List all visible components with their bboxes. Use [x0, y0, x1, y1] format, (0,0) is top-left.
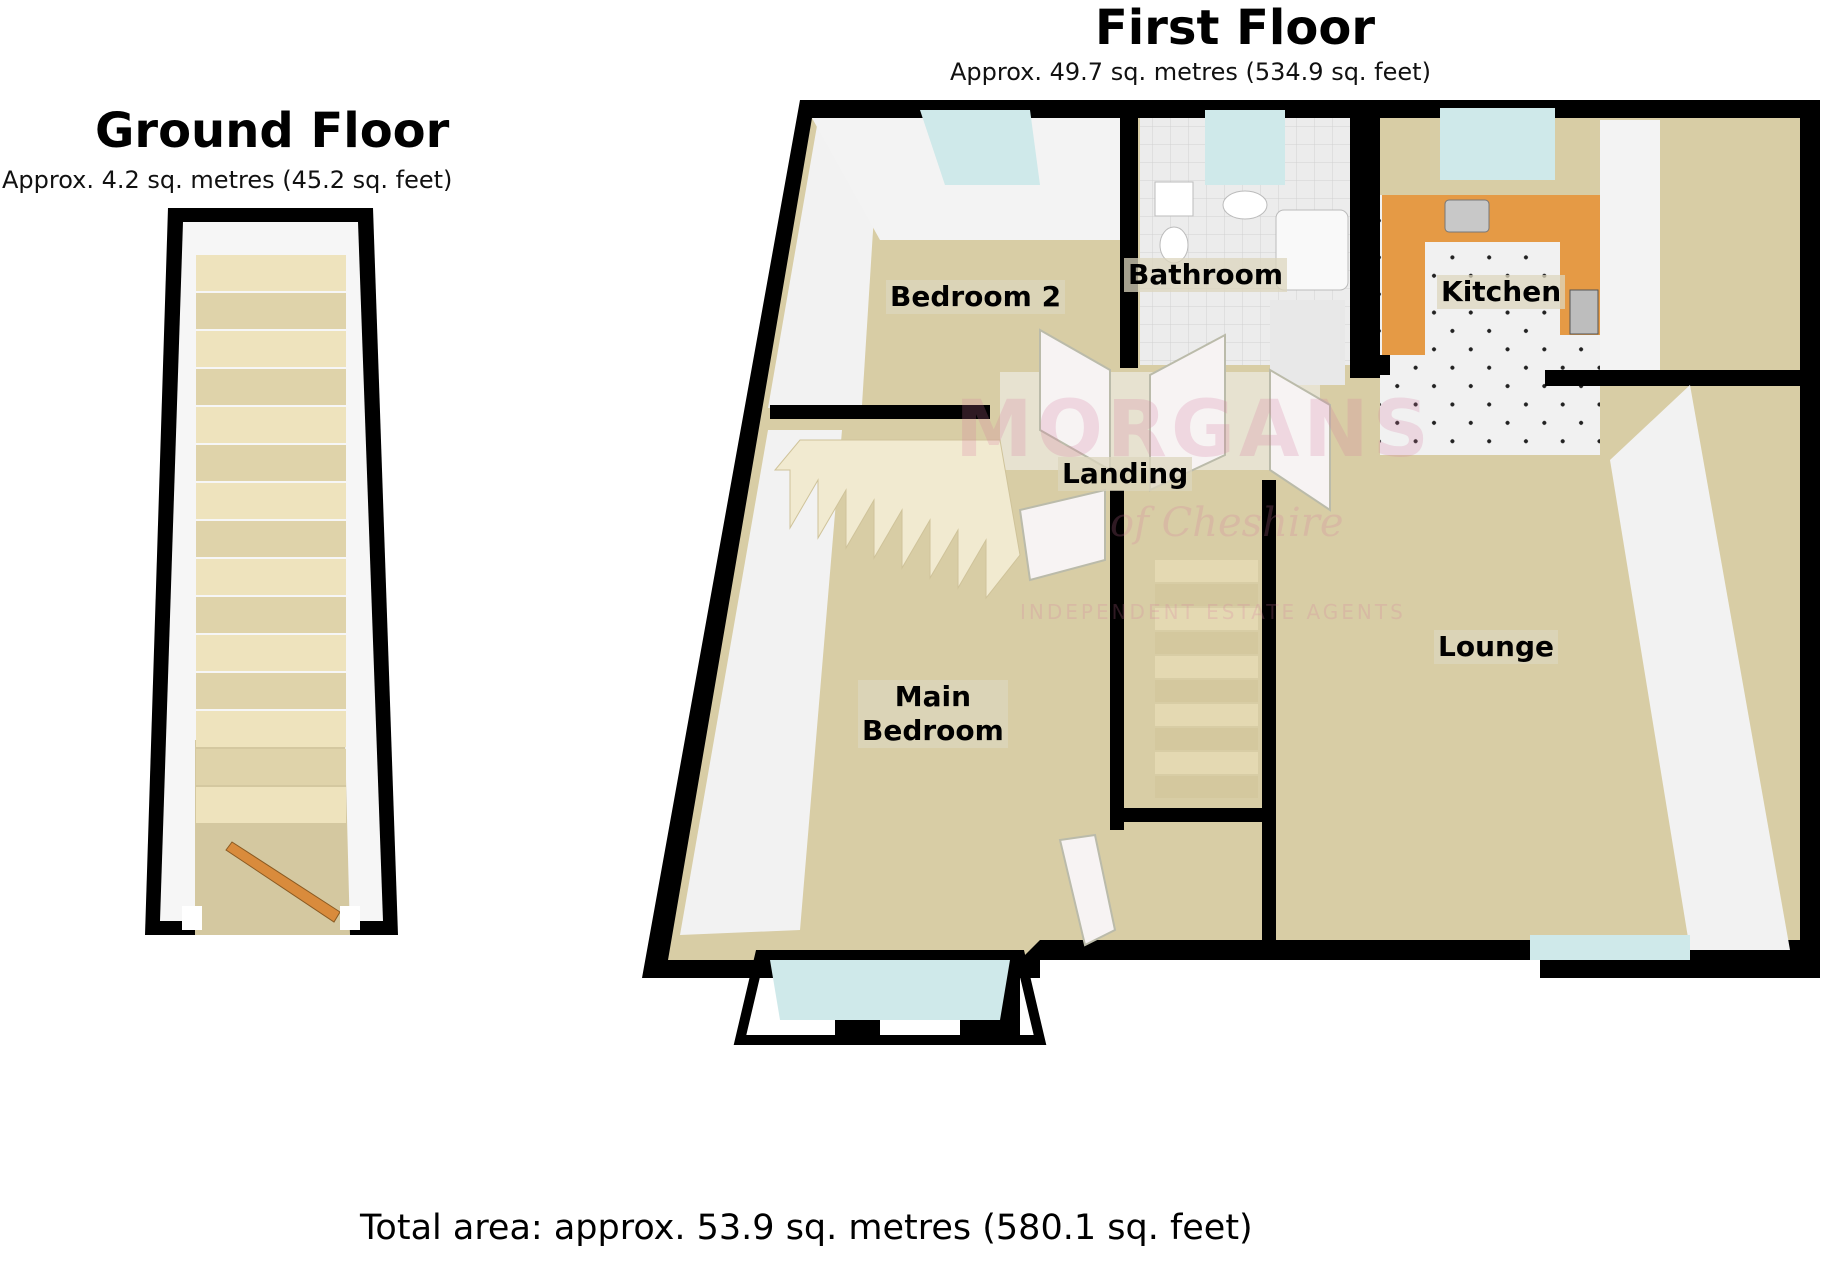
lounge-east-wall [1610, 385, 1790, 950]
ground-floor-stair-tread [196, 749, 346, 785]
wall-lounge-kitchen [1545, 370, 1805, 386]
ground-floor-stairs [196, 255, 346, 823]
wall-bed2-landing [770, 405, 990, 419]
bedroom2-west-wall [768, 120, 880, 408]
ground-floor-stair-tread [196, 711, 346, 747]
ground-floor-stair-tread [196, 407, 346, 443]
first-floor-stair-tread [1155, 560, 1258, 582]
kitchen-hob [1569, 289, 1599, 335]
first-floor-stair-tread [1155, 584, 1258, 606]
door-stairs [1058, 833, 1117, 947]
first-floor-area: Approx. 49.7 sq. metres (534.9 sq. feet) [950, 58, 1431, 86]
lounge-window [1530, 935, 1690, 960]
ground-floor-stair-tread [196, 559, 346, 595]
wall-landing-stairs-left [1110, 490, 1124, 830]
main-bedroom-west-wall [680, 430, 842, 935]
kitchen-worktop [1382, 195, 1600, 355]
main-bedroom-bulkhead-steps [773, 439, 1021, 600]
first-floor-stair-tread [1155, 608, 1258, 630]
ground-floor-door-jamb-right [340, 906, 360, 930]
cupboard [1270, 300, 1345, 385]
first-floor-title: First Floor [1095, 0, 1376, 56]
kitchen-sink [1444, 199, 1490, 233]
first-floor-stair-tread [1155, 656, 1258, 678]
bay-window-glass [770, 960, 1010, 1020]
ground-floor-stair-tread [196, 369, 346, 405]
kitchen-east-wall [1600, 120, 1660, 370]
ground-floor-stair-tread [196, 293, 346, 329]
ground-floor-stair-tread [196, 597, 346, 633]
bulkhead-step-shape [773, 439, 1021, 600]
room-label-main-bedroom: Main Bedroom [858, 680, 1008, 748]
room-label-main-bedroom-line2: Bedroom [862, 714, 1004, 747]
watermark-brand: MORGANS [955, 385, 1433, 475]
door-main-bedroom [1018, 488, 1106, 582]
room-label-bedroom-2: Bedroom 2 [886, 280, 1066, 314]
ground-floor-stair-tread [196, 521, 346, 557]
first-floor-stair-tread [1155, 704, 1258, 726]
ground-floor-stair-tread [196, 445, 346, 481]
ground-floor-stair-tread [196, 673, 346, 709]
room-label-kitchen: Kitchen [1437, 275, 1566, 309]
ground-floor-door-jamb-left [182, 906, 202, 930]
watermark-tagline: INDEPENDENT ESTATE AGENTS [1020, 600, 1406, 624]
bathroom-window [1205, 110, 1285, 185]
bathroom-bath [1275, 209, 1349, 291]
kitchen-window [1440, 108, 1555, 180]
first-floor-stair-tread [1155, 752, 1258, 774]
ground-floor-area: Approx. 4.2 sq. metres (45.2 sq. feet) [2, 166, 453, 194]
kitchen-floor [1380, 195, 1600, 455]
total-area: Total area: approx. 53.9 sq. metres (580… [360, 1208, 1253, 1248]
bathroom-basin [1222, 190, 1268, 220]
ground-floor-stair-tread [196, 635, 346, 671]
room-label-lounge: Lounge [1434, 630, 1558, 664]
first-floor-stairs [1155, 560, 1258, 798]
wall-bed2-bath [1120, 118, 1138, 368]
first-floor-plan [642, 100, 1820, 1045]
ground-floor-stair-tread [196, 255, 346, 291]
wall-stairs-bottom [1110, 808, 1276, 822]
first-floor-stair-tread [1155, 728, 1258, 750]
first-floor-stair-tread [1155, 680, 1258, 702]
ground-floor-stair-tread [196, 483, 346, 519]
room-label-landing: Landing [1058, 457, 1193, 491]
bathroom-toilet-cistern [1154, 181, 1194, 217]
watermark-script: of Cheshire [1110, 500, 1344, 546]
room-label-bathroom: Bathroom [1124, 258, 1288, 292]
wall-kitchen-east [1380, 355, 1390, 375]
ground-floor-stair-tread [196, 331, 346, 367]
ground-floor-stair-tread [196, 787, 346, 823]
door-cupboard [1269, 368, 1331, 512]
wall-bath-kitchen [1350, 118, 1380, 378]
bedroom2-window [920, 110, 1040, 185]
first-floor-stair-tread [1155, 632, 1258, 654]
bay-window-frame [733, 950, 1047, 1045]
first-floor-stair-tread [1155, 776, 1258, 798]
ground-floor-title: Ground Floor [95, 103, 450, 159]
room-label-main-bedroom-line1: Main [894, 680, 972, 713]
door-bathroom [1149, 333, 1226, 492]
wall-landing-stairs-right [1262, 480, 1276, 960]
ground-floor-plan [145, 208, 398, 935]
